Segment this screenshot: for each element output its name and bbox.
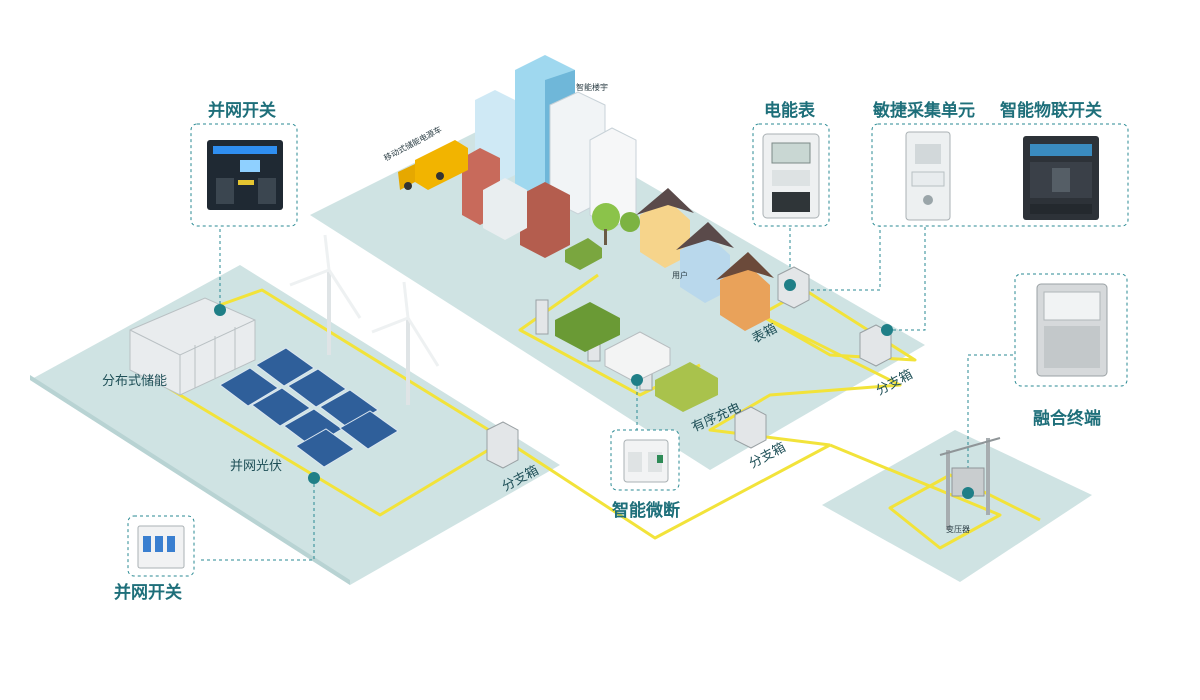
micro-breaker-label: 智能微断 (612, 501, 680, 521)
fusion-terminal-label: 融合终端 (1033, 409, 1101, 429)
collector-label: 敏捷采集单元 (873, 101, 975, 121)
electric-meter-icon (762, 133, 820, 219)
transformer-platform (822, 430, 1092, 582)
grid-switch-bottom-label: 并网开关 (114, 583, 182, 603)
user-label: 用户 (672, 271, 688, 280)
fusion-terminal-icon (1036, 283, 1108, 377)
collector-unit-icon (905, 131, 951, 221)
solar-panel-icon (219, 347, 399, 468)
connection-dots (214, 279, 974, 499)
storage-container-icon (129, 297, 256, 396)
building-icon (462, 55, 637, 258)
smart-building-label: 智能楼宇 (576, 83, 608, 92)
meter-label: 电能表 (764, 101, 815, 121)
leader-lines (198, 225, 1015, 561)
wind-turbine-icon (289, 234, 440, 405)
branch-box-icon (486, 266, 892, 469)
micro-breaker-icon (623, 439, 669, 483)
iot-switch-label: 智能物联开关 (1000, 101, 1102, 121)
breaker-icon (137, 525, 185, 569)
storage-label: 分布式储能 (102, 374, 168, 389)
iot-switch-icon (1023, 136, 1099, 220)
inverter-switch-icon (207, 140, 283, 210)
transformer-label: 变压器 (946, 525, 970, 534)
truck-icon (398, 140, 468, 190)
pv-label: 并网光伏 (230, 459, 283, 474)
car-icon (555, 238, 718, 412)
house-icon (636, 188, 774, 331)
tree-icon (592, 203, 640, 245)
grid-switch-top-label: 并网开关 (208, 101, 276, 121)
